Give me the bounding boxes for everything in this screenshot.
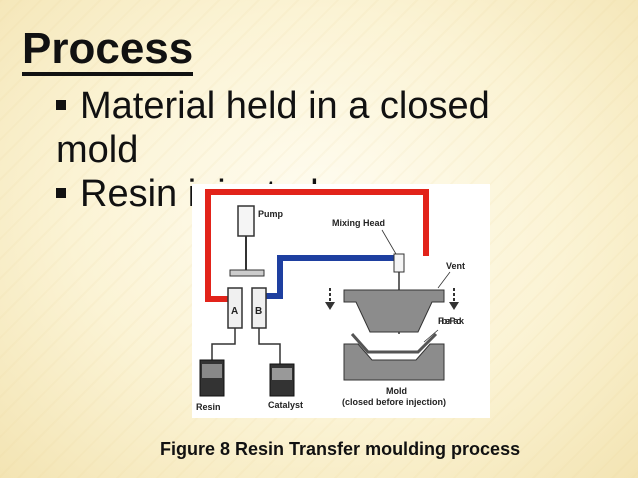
resin-hose: [211, 328, 236, 360]
pump-label: Pump: [258, 209, 284, 219]
resin-container-shine: [202, 364, 222, 378]
press-arrow-right-icon: [449, 302, 459, 310]
mold-label: Mold: [386, 386, 407, 396]
mold-upper-half: [343, 289, 445, 333]
pump-bar: [229, 269, 265, 277]
catalyst-container-shine: [272, 368, 292, 380]
bullet-item: Material held in a closed mold: [56, 84, 576, 172]
rtm-diagram: Pump A B Resin Catalyst Mixing Head Vent…: [192, 184, 490, 418]
fiber-pack: [350, 332, 438, 354]
resin-line: [205, 189, 429, 302]
vent-pointer: [437, 271, 451, 289]
cylinder-b-label: B: [255, 306, 262, 317]
mold-lower-half: [343, 343, 445, 381]
vent-label: Vent: [446, 261, 465, 271]
resin-label: Resin: [196, 402, 221, 412]
catalyst-hose: [258, 328, 281, 364]
mixing-head-label: Mixing Head: [332, 218, 385, 228]
cylinder-a-label: A: [231, 306, 238, 317]
catalyst-line: [258, 255, 396, 299]
fiber-pack-label: Fiber Pack: [438, 316, 465, 326]
mixing-head-pointer: [381, 229, 397, 255]
slide-title: Process: [22, 26, 194, 76]
bullet-text: Material held in a closed mold: [56, 85, 490, 171]
pump-body: [237, 205, 255, 237]
rtm-diagram-svg: Pump A B Resin Catalyst Mixing Head Vent…: [196, 189, 465, 412]
mixing-head: [393, 253, 405, 273]
catalyst-label: Catalyst: [268, 400, 303, 410]
bullet-square-icon: [56, 188, 66, 198]
mold-sublabel: (closed before injection): [342, 397, 446, 407]
press-arrow-left-icon: [325, 302, 335, 310]
bullet-square-icon: [56, 100, 66, 110]
fiber-pack-pointer: [423, 329, 439, 343]
figure-caption: Figure 8 Resin Transfer moulding process: [160, 439, 521, 459]
